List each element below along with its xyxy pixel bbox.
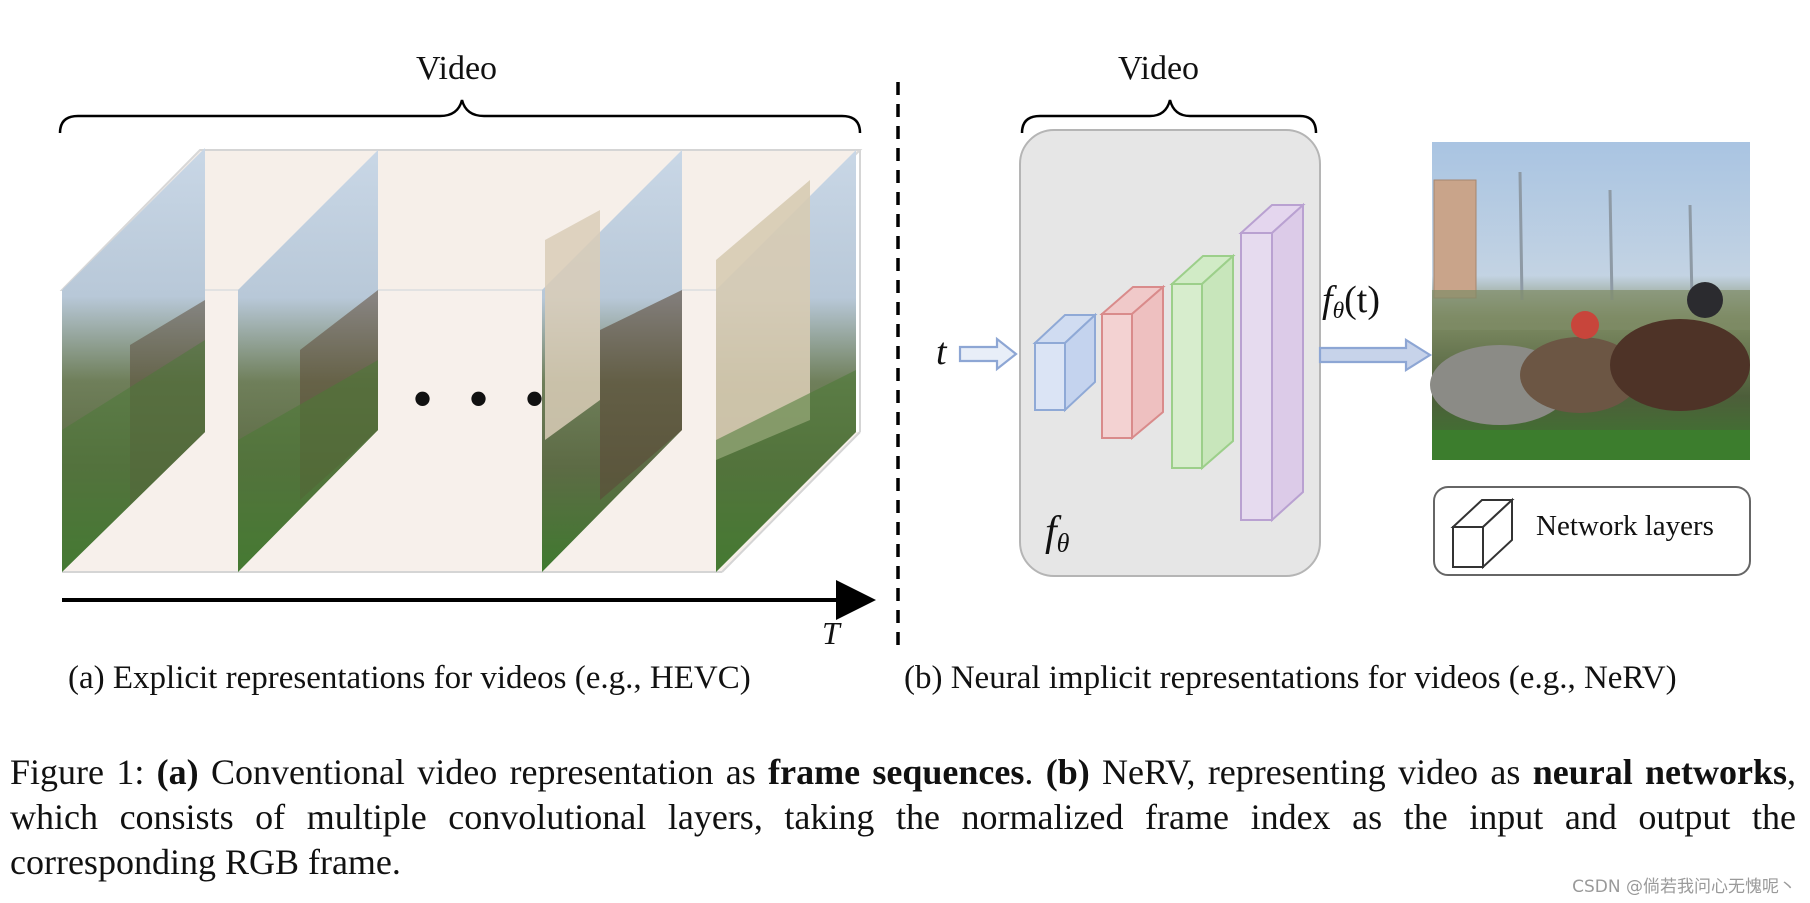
- legend-box: [1433, 486, 1751, 576]
- ellipsis: • • •: [412, 366, 556, 432]
- output-label-sub: θ: [1332, 297, 1345, 324]
- caption-part-5: , which consists of multiple convolution…: [10, 752, 1797, 882]
- figure-1: Video Video • • • T t fθ(t) fθ Network l…: [58, 50, 1751, 696]
- caption-bold-2: frame sequences: [768, 752, 1025, 792]
- network-layer-1: [1032, 312, 1098, 413]
- video-frame-1: [62, 148, 205, 572]
- video-label-a: Video: [416, 50, 498, 87]
- input-label: t: [936, 331, 947, 373]
- network-layer-2: [1099, 284, 1166, 441]
- video-bracket-b: [1020, 99, 1318, 134]
- video-frame-3: [542, 150, 682, 572]
- watermark: CSDN @倘若我问心无愧呢丶: [1572, 877, 1796, 897]
- caption-part-4: NeRV, representing video as: [1089, 752, 1533, 792]
- time-axis-label: T: [822, 615, 840, 651]
- input-arrow: [958, 336, 1018, 372]
- output-arrow: [1318, 338, 1433, 372]
- caption-bold-4: neural networks: [1532, 752, 1788, 792]
- network-label-f: f: [1045, 509, 1057, 555]
- cube-icon: [1450, 497, 1515, 570]
- caption-bold-3: (b): [1045, 752, 1090, 792]
- output-label-f: f: [1322, 279, 1333, 321]
- caption-part-3: .: [1024, 752, 1046, 792]
- caption-part-2: Conventional video representation as: [198, 752, 769, 792]
- video-frame-4: [716, 150, 856, 572]
- caption-part-1: Figure 1:: [10, 752, 157, 792]
- output-label: fθ(t): [1322, 278, 1380, 325]
- caption-bold-1: (a): [156, 752, 199, 792]
- network-label-sub: θ: [1056, 528, 1070, 558]
- subcaption-a: (a) Explicit representations for videos …: [68, 660, 751, 696]
- network-layer-3: [1169, 253, 1236, 471]
- video-frame-2: [238, 150, 378, 572]
- video-bracket-a: [58, 99, 862, 134]
- figure-graphics: [58, 82, 1751, 648]
- subcaption-b: (b) Neural implicit representations for …: [904, 660, 1677, 696]
- legend-label: Network layers: [1536, 510, 1714, 542]
- network-label: fθ: [1045, 508, 1069, 559]
- video-volume: [59, 148, 863, 573]
- network-layer-4: [1238, 202, 1306, 523]
- video-label-b: Video: [1118, 50, 1200, 87]
- output-frame-image: [1430, 142, 1750, 460]
- output-label-arg: (t): [1344, 279, 1381, 321]
- figure-caption: Figure 1: (a) Conventional video represe…: [10, 750, 1796, 885]
